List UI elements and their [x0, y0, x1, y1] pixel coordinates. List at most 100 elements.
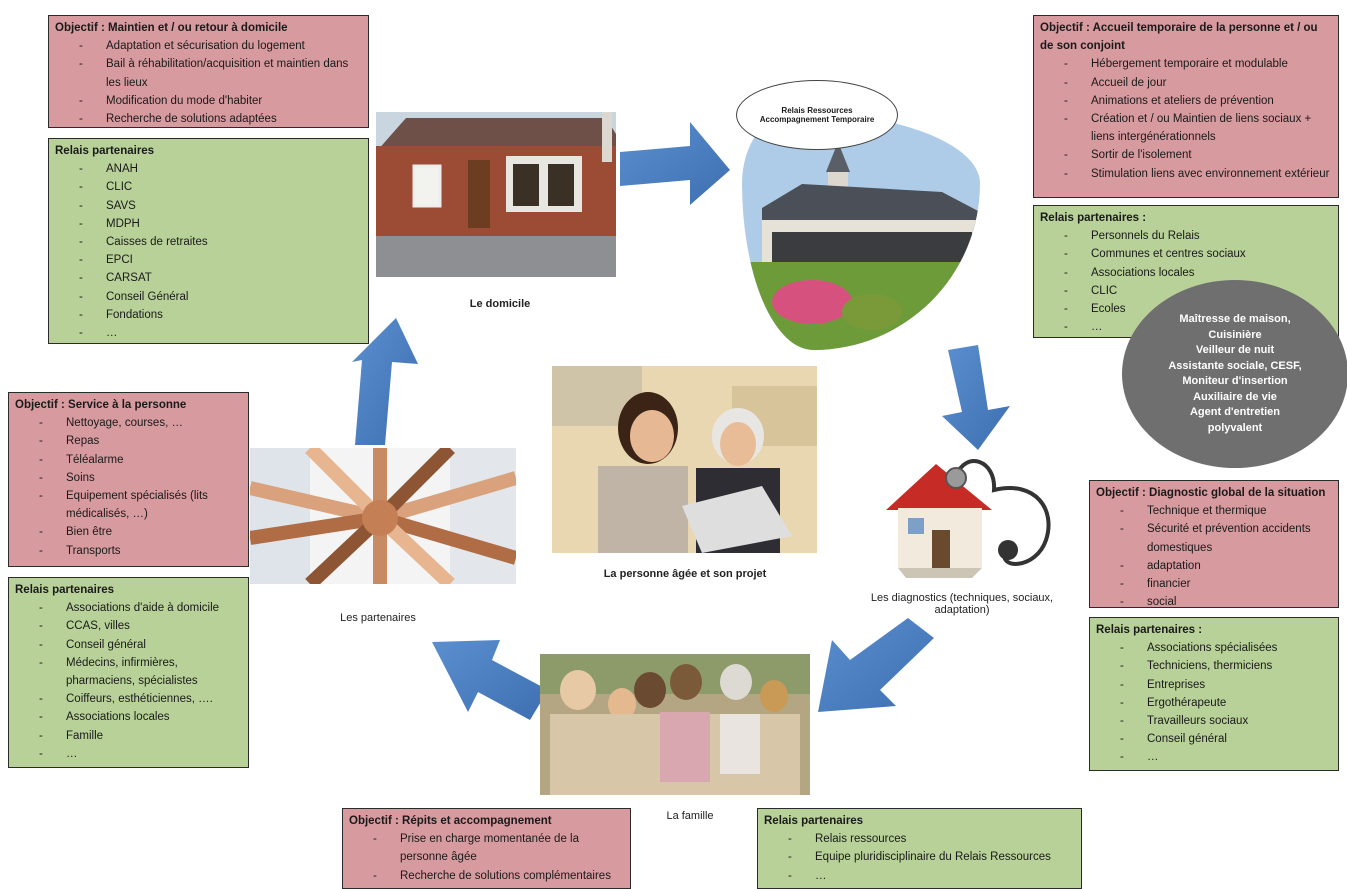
staff-item: Auxiliaire de vie: [1193, 390, 1277, 403]
list-item: Communes et centres sociaux: [1064, 245, 1332, 263]
list-item: ANAH: [79, 160, 362, 178]
staff-ellipse: Maîtresse de maison, Cuisinière Veilleur…: [1122, 280, 1347, 468]
famille-objective-list: Prise en charge momentanée de la personn…: [349, 830, 624, 885]
list-item: Entreprises: [1120, 676, 1332, 694]
bubble-line1: Relais Ressources: [781, 106, 853, 115]
list-item: Associations locales: [1064, 264, 1332, 282]
list-item: Animations et ateliers de prévention: [1064, 92, 1332, 110]
partenaires-objective-list: Nettoyage, courses, … Repas Téléalarme S…: [15, 414, 242, 560]
list-item: Repas: [39, 432, 242, 450]
list-item: Nettoyage, courses, …: [39, 414, 242, 432]
list-item: …: [1064, 318, 1332, 336]
relais-objective-title: Objectif : Accueil temporaire de la pers…: [1040, 22, 1318, 53]
bubble-line2: Accompagnement Temporaire: [759, 115, 875, 124]
diagnostics-partners-list: Associations spécialisées Techniciens, t…: [1096, 639, 1332, 767]
arrow-domicile-to-relais: [620, 122, 730, 205]
list-item: Modification du mode d'habiter: [79, 92, 362, 110]
diagnostics-objective-list: Technique et thermique Sécurité et préve…: [1096, 502, 1332, 611]
list-item: Conseil général: [39, 636, 242, 654]
famille-photo: [540, 654, 810, 795]
staff-item: Cuisinière: [1208, 328, 1262, 341]
list-item: Bail à réhabilitation/acquisition et mai…: [79, 55, 362, 91]
list-item: adaptation: [1120, 557, 1332, 575]
domicile-partners-list: ANAH CLIC SAVS MDPH Caisses de retraites…: [55, 160, 362, 342]
domicile-partners-title: Relais partenaires: [55, 145, 155, 157]
relais-bubble: Relais Ressources Accompagnement Tempora…: [736, 80, 898, 150]
list-item: Sortir de l'isolement: [1064, 146, 1332, 164]
list-item: Travailleurs sociaux: [1120, 712, 1332, 730]
arrow-relais-to-diagnostics: [942, 345, 1010, 450]
list-item: Associations d'aide à domicile: [39, 599, 242, 617]
list-item: Ergothérapeute: [1120, 694, 1332, 712]
list-item: Fondations: [79, 306, 362, 324]
famille-partners-box: Relais partenaires Relais ressources Equ…: [757, 808, 1082, 889]
partenaires-partners-list: Associations d'aide à domicile CCAS, vil…: [15, 599, 242, 763]
list-item: Famille: [39, 727, 242, 745]
partenaires-partners-title: Relais partenaires: [15, 584, 115, 596]
list-item: Associations locales: [39, 708, 242, 726]
list-item: Personnels du Relais: [1064, 227, 1332, 245]
list-item: Sécurité et prévention accidents domesti…: [1120, 520, 1332, 556]
list-item: Création et / ou Maintien de liens socia…: [1064, 110, 1332, 146]
partenaires-objective-box: Objectif : Service à la personne Nettoya…: [8, 392, 249, 567]
diagnostics-caption-line1: Les diagnostics (techniques, sociaux,: [870, 592, 1054, 604]
list-item: Recherche de solutions adaptées: [79, 110, 362, 128]
diagnostics-objective-box: Objectif : Diagnostic global de la situa…: [1089, 480, 1339, 612]
staff-item: Agent d'entretien: [1189, 406, 1280, 418]
domicile-objective-title: Objectif : Maintien et / ou retour à dom…: [55, 22, 288, 34]
relais-partners-title: Relais partenaires :: [1040, 212, 1147, 224]
diagnostics-partners-title: Relais partenaires :: [1096, 624, 1203, 636]
diagnostics-caption-line2: adaptation): [934, 604, 990, 616]
list-item: Accueil de jour: [1064, 74, 1332, 92]
house-photo: [376, 112, 616, 277]
relais-partners-list: Personnels du Relais Communes et centres…: [1040, 227, 1332, 336]
list-item: Médecins, infirmières, pharmaciens, spéc…: [39, 654, 242, 690]
staff-item: Veilleur de nuit: [1195, 344, 1275, 356]
staff-item: Assistante sociale, CESF,: [1168, 359, 1302, 372]
domicile-partners-box: Relais partenaires ANAH CLIC SAVS MDPH C…: [48, 138, 369, 344]
partenaires-photo: [250, 448, 516, 584]
list-item: Equipe pluridisciplinaire du Relais Ress…: [788, 848, 1075, 866]
list-item: Hébergement temporaire et modulable: [1064, 55, 1332, 73]
list-item: Conseil général: [1120, 730, 1332, 748]
list-item: Techniciens, thermiciens: [1120, 657, 1332, 675]
staff-item: Maîtresse de maison,: [1179, 313, 1291, 325]
list-item: Associations spécialisées: [1120, 639, 1332, 657]
list-item: …: [79, 324, 362, 342]
list-item: …: [788, 867, 1075, 885]
diagnostics-partners-box: Relais partenaires : Associations spécia…: [1089, 617, 1339, 771]
list-item: CCAS, villes: [39, 617, 242, 635]
famille-objective-title: Objectif : Répits et accompagnement: [349, 815, 552, 827]
partenaires-partners-box: Relais partenaires Associations d'aide à…: [8, 577, 249, 768]
relais-objective-box: Objectif : Accueil temporaire de la pers…: [1033, 15, 1339, 198]
domicile-objective-list: Adaptation et sécurisation du logement B…: [55, 37, 362, 128]
list-item: MDPH: [79, 215, 362, 233]
list-item: Recherche de solutions complémentaires: [373, 867, 624, 885]
list-item: CLIC: [79, 178, 362, 196]
list-item: Conseil Général: [79, 288, 362, 306]
list-item: SAVS: [79, 197, 362, 215]
list-item: Téléalarme: [39, 451, 242, 469]
staff-item: Moniteur d'insertion: [1182, 375, 1288, 387]
list-item: Adaptation et sécurisation du logement: [79, 37, 362, 55]
list-item: Ecoles: [1064, 300, 1332, 318]
diagnostics-objective-title: Objectif : Diagnostic global de la situa…: [1096, 487, 1326, 499]
diagnostics-photo: [876, 450, 1076, 585]
famille-partners-list: Relais ressources Equipe pluridisciplina…: [764, 830, 1075, 885]
list-item: Transports: [39, 542, 242, 560]
famille-partners-title: Relais partenaires: [764, 815, 864, 827]
famille-caption: La famille: [666, 810, 714, 822]
list-item: Technique et thermique: [1120, 502, 1332, 520]
center-caption: La personne âgée et son projet: [603, 568, 767, 580]
partenaires-caption: Les partenaires: [340, 612, 416, 624]
list-item: CARSAT: [79, 269, 362, 287]
famille-objective-box: Objectif : Répits et accompagnement Pris…: [342, 808, 631, 889]
partenaires-objective-title: Objectif : Service à la personne: [15, 399, 187, 411]
list-item: Caisses de retraites: [79, 233, 362, 251]
staff-item: polyvalent: [1207, 421, 1263, 434]
list-item: Equipement spécialisés (lits médicalisés…: [39, 487, 242, 523]
domicile-objective-box: Objectif : Maintien et / ou retour à dom…: [48, 15, 369, 128]
list-item: …: [39, 745, 242, 763]
domicile-caption: Le domicile: [469, 298, 531, 310]
arrow-partenaires-to-domicile: [352, 318, 418, 445]
